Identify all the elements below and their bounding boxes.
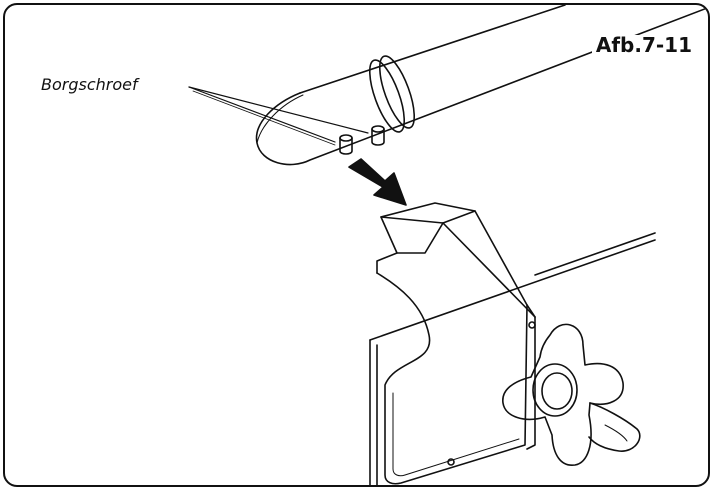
tube	[255, 5, 708, 166]
locking-screw-right	[371, 125, 385, 146]
locking-screw-left	[339, 134, 353, 155]
insertion-arrow	[348, 158, 407, 206]
figure-frame: Afb.7-11 Borgschroef	[3, 3, 710, 487]
assembly-drawing	[188, 5, 708, 485]
callout-label-locking-screw: Borgschroef	[41, 75, 138, 94]
callout-leaders	[188, 86, 369, 146]
bracket	[376, 202, 536, 485]
mounting-panel	[369, 232, 656, 485]
clamping-knob	[502, 323, 641, 466]
figure-label: Afb.7-11	[591, 35, 696, 55]
